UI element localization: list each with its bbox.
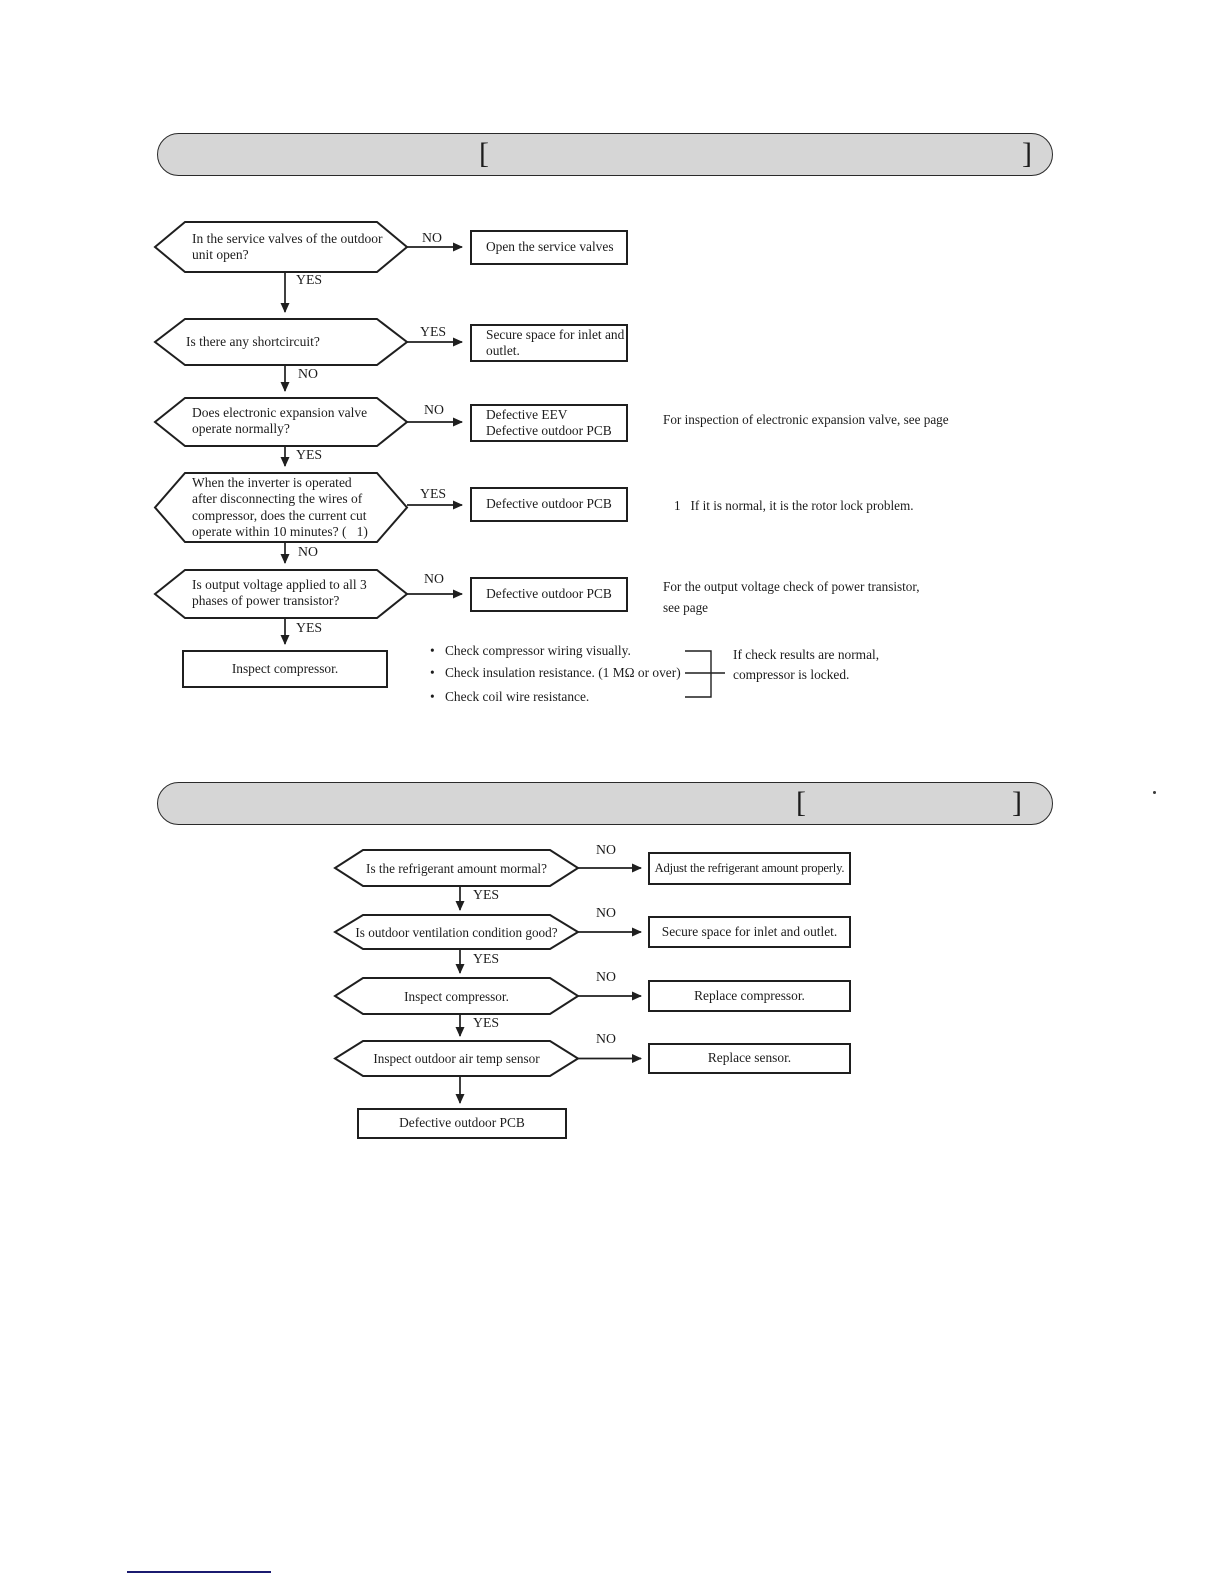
flow2-down-label-3: YES	[473, 1015, 500, 1030]
flow2-result-box-3: Replace compressor.	[648, 980, 851, 1012]
flow2-branch-label-4: NO	[596, 1031, 616, 1046]
bullet-icon: •	[430, 643, 435, 658]
flow1-result-box-1: Open the service valves	[470, 230, 628, 265]
flow1-result-box-5: Defective outdoor PCB	[470, 577, 628, 612]
flow2-result-box-4: Replace sensor.	[648, 1043, 851, 1074]
header1-close-bracket: ]	[1022, 137, 1032, 170]
flow2-decision-4-shape	[333, 1040, 580, 1077]
check-item-2-text: Check insulation resistance. (1 MΩ or ov…	[445, 665, 681, 680]
flow1-decision-5-shape	[153, 569, 409, 619]
flow1-note-eev: For inspection of electronic expansion v…	[663, 412, 949, 427]
flow1-result-box-2: Secure space for inlet and outlet.	[470, 324, 628, 362]
header1-open-bracket: [	[479, 137, 489, 170]
flow2-down-label-2: YES	[473, 951, 500, 966]
flow1-decision-1-shape	[153, 221, 409, 273]
flow1-decision-4-question: When the inverter is operated after disc…	[192, 475, 368, 540]
section-header-bar-2	[157, 782, 1053, 825]
header2-close-bracket: ]	[1012, 786, 1022, 819]
checks-bracket	[685, 650, 725, 698]
flow1-note-rotor-lock: 1 If it is normal, it is the rotor lock …	[674, 498, 914, 513]
section-header-bar-1	[157, 133, 1053, 176]
flow1-down-label-1: YES	[296, 272, 323, 287]
flow1-result-box-4: Defective outdoor PCB	[470, 487, 628, 522]
flow2-final-box: Defective outdoor PCB	[357, 1108, 567, 1139]
flow1-note-power-transistor: For the output voltage check of power tr…	[663, 579, 920, 615]
flow1-down-label-2: NO	[298, 366, 318, 381]
flow1-result-box-3: Defective EEV Defective outdoor PCB	[470, 404, 628, 442]
flow1-down-label-3: YES	[296, 447, 323, 462]
check-item-2: • Check insulation resistance. (1 MΩ or …	[430, 665, 681, 680]
flow2-decision-3-question: Inspect compressor.	[404, 989, 509, 1004]
flow1-down-label-5: YES	[296, 620, 323, 635]
stray-scan-mark	[1153, 791, 1156, 794]
footer-link[interactable]	[127, 1571, 271, 1573]
flow2-branch-label-1: NO	[596, 842, 616, 857]
check-item-3: • Check coil wire resistance.	[430, 689, 589, 704]
flow1-branch-label-2: YES	[420, 324, 447, 339]
flow1-branch-label-4: YES	[420, 486, 447, 501]
header2-open-bracket: [	[796, 786, 806, 819]
check-item-3-text: Check coil wire resistance.	[445, 689, 590, 704]
checks-bracket-note: If check results are normal, compressor …	[733, 647, 880, 682]
flow1-decision-3-question: Does electronic expansion valve operate …	[192, 405, 368, 437]
flow1-decision-2-question: Is there any shortcircuit?	[186, 334, 320, 349]
flow2-decision-1-shape	[333, 849, 580, 887]
flow1-down-label-4: NO	[298, 544, 318, 559]
flow2-decision-4-question: Inspect outdoor air temp sensor	[373, 1051, 540, 1066]
flow2-result-box-2: Secure space for inlet and outlet.	[648, 916, 851, 948]
bullet-icon: •	[430, 689, 435, 704]
flow2-branch-label-3: NO	[596, 969, 616, 984]
flow2-decision-1-question: Is the refrigerant amount mormal?	[366, 861, 547, 876]
flow2-decision-3-shape	[333, 977, 580, 1015]
flow2-down-label-1: YES	[473, 887, 500, 902]
flow1-decision-1-question: In the service valves of the outdoor uni…	[192, 231, 383, 263]
flow1-decision-4-shape	[153, 472, 409, 543]
flow2-result-box-1: Adjust the refrigerant amount properly.	[648, 852, 851, 885]
bullet-icon: •	[430, 665, 435, 680]
flow1-decision-3-shape	[153, 397, 409, 447]
flow2-decision-2-question: Is outdoor ventilation condition good?	[355, 925, 558, 940]
flow2-decision-2-shape	[333, 914, 580, 950]
flow1-decision-2-shape	[153, 318, 409, 366]
flow1-decision-5-question: Is output voltage applied to all 3 phase…	[192, 577, 367, 609]
flow2-branch-label-2: NO	[596, 905, 616, 920]
flow1-branch-label-1: NO	[422, 230, 442, 245]
check-item-1: • Check compressor wiring visually.	[430, 643, 631, 658]
check-item-1-text: Check compressor wiring visually.	[445, 643, 631, 658]
flow1-branch-label-3: NO	[424, 402, 444, 417]
flow1-branch-label-5: NO	[424, 571, 444, 586]
flow1-final-box: Inspect compressor.	[182, 650, 388, 688]
